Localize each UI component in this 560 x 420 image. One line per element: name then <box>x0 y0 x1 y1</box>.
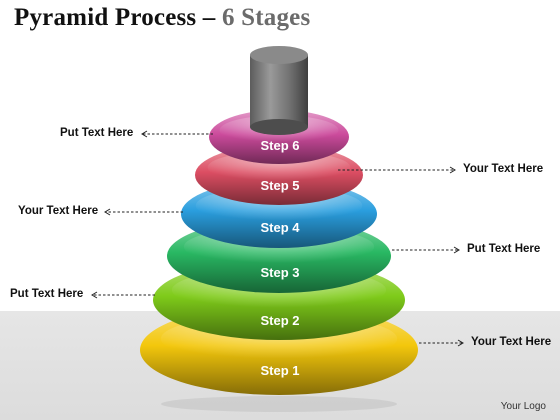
cylinder-body <box>250 55 308 127</box>
pyramid-rings: Step 1 Step 2 Step 3 Step 4 Step 5 Step 6 <box>140 46 418 395</box>
leader-arrowhead <box>141 130 148 138</box>
callout-put-text-left-top: Put Text Here <box>60 127 134 139</box>
leader-arrowhead <box>91 291 98 299</box>
logo-placeholder: Your Logo <box>500 401 546 412</box>
leader-arrowhead <box>457 339 464 347</box>
step-label: Step 6 <box>260 138 299 153</box>
pyramid-shadow <box>161 396 397 412</box>
title-main: Pyramid Process – <box>14 4 222 31</box>
callout-put-text-left-bottom: Put Text Here <box>10 288 84 300</box>
step-label: Step 5 <box>260 178 299 193</box>
cylinder-base <box>250 119 308 135</box>
step-label: Step 1 <box>260 363 299 378</box>
callout-your-text-left-mid: Your Text Here <box>18 205 99 217</box>
callout-your-text-right-top: Your Text Here <box>463 163 544 175</box>
step-label: Step 4 <box>260 220 300 235</box>
page-title: Pyramid Process – 6 Stages <box>14 4 310 32</box>
leader-arrowhead <box>104 208 111 216</box>
step-label: Step 3 <box>260 265 299 280</box>
leader-arrowhead <box>449 166 456 174</box>
cylinder-top <box>250 46 308 64</box>
step-label: Step 2 <box>260 313 299 328</box>
callout-your-text-right-bottom: Your Text Here <box>471 336 552 348</box>
center-cylinder <box>250 46 308 135</box>
title-accent: 6 Stages <box>221 4 311 31</box>
callout-leaders <box>91 130 464 347</box>
leader-arrowhead <box>453 246 460 254</box>
callout-put-text-right-mid: Put Text Here <box>467 243 541 255</box>
